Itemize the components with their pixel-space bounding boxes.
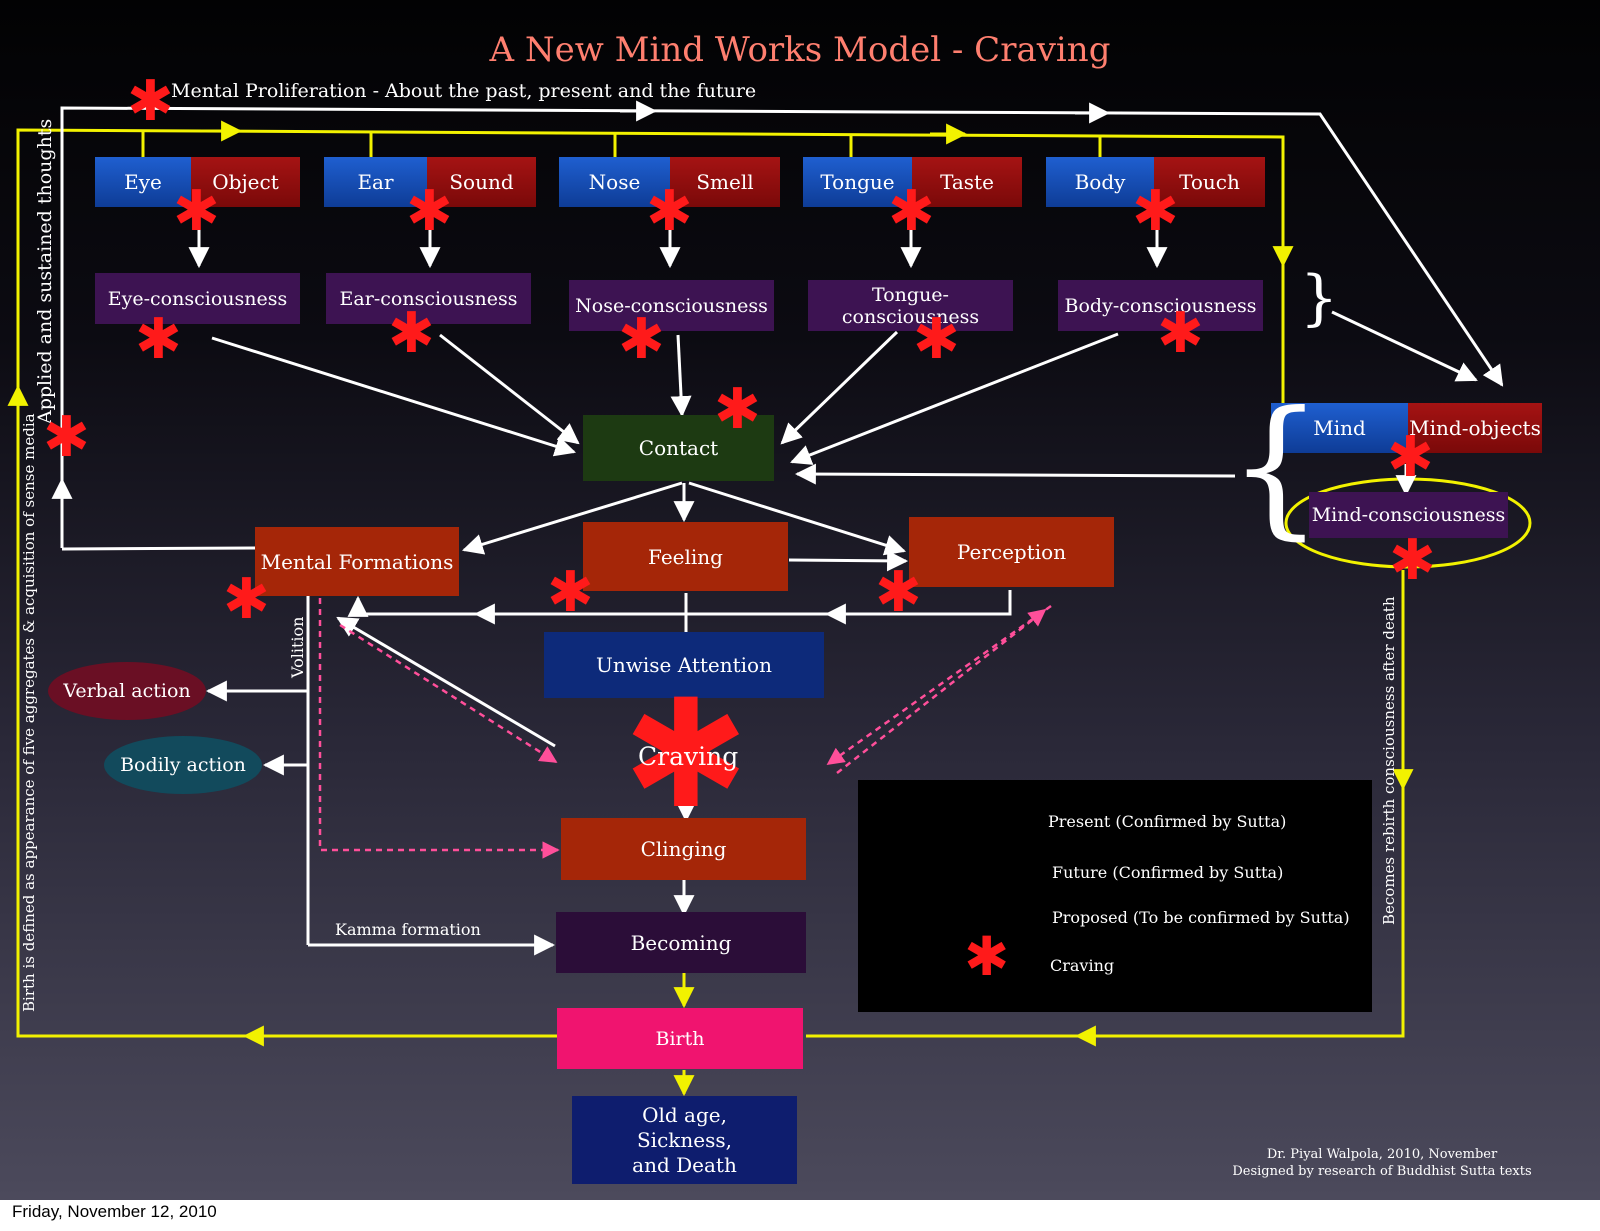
contact-node: Contact xyxy=(583,415,774,481)
eye-consciousness: Eye-consciousness xyxy=(95,273,300,324)
old-age-line-2: Sickness, xyxy=(636,1127,733,1152)
perception-to-craving-b xyxy=(836,608,1047,774)
future-arrows xyxy=(7,120,1532,1097)
craving-star-icon: ✱ xyxy=(127,69,174,134)
right-brace-small: } xyxy=(1300,263,1339,333)
nose-consciousness: Nose-consciousness xyxy=(569,280,774,331)
birth-node: Birth xyxy=(557,1008,803,1069)
nc-to-contact xyxy=(670,334,692,418)
ec-to-contact xyxy=(211,336,577,457)
connector-layer xyxy=(7,100,1532,1097)
tc-to-contact xyxy=(780,330,899,445)
craving-to-mf xyxy=(336,616,556,748)
mind-to-contact xyxy=(794,463,1236,485)
proliferation-line xyxy=(60,106,1504,548)
organ-body: Body xyxy=(1046,157,1154,207)
craving-star-icon: ✱ xyxy=(173,179,220,244)
footer-date: Friday, November 12, 2010 xyxy=(12,1202,217,1221)
bc-to-contact xyxy=(790,332,1119,465)
credit-line-1: Dr. Piyal Walpola, 2010, November xyxy=(1266,1147,1498,1162)
legend-proposed-label: Proposed (To be confirmed by Sutta) xyxy=(1052,908,1350,927)
perception-to-mf xyxy=(347,590,1012,617)
craving-star-icon: ✱ xyxy=(135,307,182,372)
craving-star-icon: ✱ xyxy=(875,560,922,625)
craving-big-star-icon: ✱ xyxy=(623,668,749,842)
craving-star-icon: ✱ xyxy=(646,179,693,244)
rebirth-label: Becomes rebirth consciousness after deat… xyxy=(1380,596,1398,926)
birth-definition-label: Birth is defined as appearance of five a… xyxy=(20,413,38,1012)
contact-to-perception xyxy=(688,481,907,556)
organ-tongue: Tongue xyxy=(803,157,912,207)
perception-to-craving-a xyxy=(826,604,1052,766)
old-age-line-1: Old age, xyxy=(642,1102,727,1127)
legend-craving-label: Craving xyxy=(1050,956,1115,975)
body-consciousness: Body-consciousness xyxy=(1058,280,1263,331)
craving-star-icon: ✱ xyxy=(43,405,90,470)
craving-star-icon: ✱ xyxy=(888,179,935,244)
present-arrows xyxy=(51,100,1504,956)
object-tongue: Taste xyxy=(912,157,1022,207)
birth-return xyxy=(7,384,557,1038)
becoming-node: Becoming xyxy=(556,912,806,973)
craving-star-icon: ✱ xyxy=(714,377,761,442)
legend-present-label: Present (Confirmed by Sutta) xyxy=(1048,812,1287,831)
credit-line-2: Designed by research of Buddhist Sutta t… xyxy=(1232,1164,1532,1179)
diagram-slide: A New Mind Works Model - Craving ✱ Menta… xyxy=(0,0,1600,1200)
craving-star-icon: ✱ xyxy=(1389,528,1436,593)
ear-consciousness: Ear-consciousness xyxy=(326,273,531,324)
object-eye: Object xyxy=(191,157,300,207)
mind-consciousness: Mind-consciousness xyxy=(1309,492,1508,538)
organ-eye: Eye xyxy=(95,157,191,207)
organ-ear: Ear xyxy=(324,157,427,207)
old-age-line-3: and Death xyxy=(632,1152,737,1177)
volition-label: Volition xyxy=(288,616,307,678)
legend-craving-star-icon: ✱ xyxy=(964,925,1010,988)
tongue-consciousness: Tongue-consciousness xyxy=(808,280,1013,331)
kamma-formation-label: Kamma formation xyxy=(335,920,481,939)
craving-star-icon: ✱ xyxy=(406,179,453,244)
craving-star-icon: ✱ xyxy=(388,301,435,366)
unwise-attention-node: Unwise Attention xyxy=(544,632,824,698)
rebirth-line xyxy=(806,570,1405,1038)
legend-future-label: Future (Confirmed by Sutta) xyxy=(1052,863,1284,882)
proliferation-label: Mental Proliferation - About the past, p… xyxy=(171,80,757,102)
craving-star-icon: ✱ xyxy=(1157,301,1204,366)
craving-node: Craving xyxy=(638,742,739,771)
brace-to-mind xyxy=(1331,310,1478,382)
craving-star-icon: ✱ xyxy=(1132,179,1179,244)
mf-to-clinging xyxy=(318,598,560,859)
mental-formations-node: Mental Formations xyxy=(255,527,459,596)
object-nose: Smell xyxy=(670,157,780,207)
mf-to-craving xyxy=(339,623,558,764)
craving-star-icon: ✱ xyxy=(547,560,594,625)
verbal-action-node: Verbal action xyxy=(48,662,206,720)
contact-to-mf xyxy=(461,481,683,555)
craving-star-icon: ✱ xyxy=(223,567,270,632)
applied-thoughts-label: Applied and sustained thoughts xyxy=(34,118,56,424)
diagram-title: A New Mind Works Model - Craving xyxy=(489,30,1111,70)
proposed-arrows xyxy=(318,598,1052,859)
craving-star-icon: ✱ xyxy=(1387,425,1434,490)
organ-nose: Nose xyxy=(559,157,670,207)
earc-to-contact xyxy=(439,333,580,445)
legend: Present (Confirmed by Sutta) Future (Con… xyxy=(858,780,1372,1012)
mf-to-applied xyxy=(61,546,256,551)
object-mind: Mind-objects xyxy=(1408,403,1542,453)
craving-star-icon: ✱ xyxy=(913,307,960,372)
craving-star-icon: ✱ xyxy=(618,307,665,372)
old-age-node: Old age, Sickness, and Death xyxy=(572,1096,797,1184)
object-body: Touch xyxy=(1154,157,1265,207)
left-brace-large: { xyxy=(1228,380,1324,554)
perception-node: Perception xyxy=(909,517,1114,587)
bodily-action-node: Bodily action xyxy=(104,736,262,794)
object-ear: Sound xyxy=(427,157,536,207)
clinging-node: Clinging xyxy=(561,818,806,880)
feeling-node: Feeling xyxy=(583,522,788,591)
organ-mind: Mind xyxy=(1271,403,1408,453)
feeling-to-perception xyxy=(788,550,909,572)
